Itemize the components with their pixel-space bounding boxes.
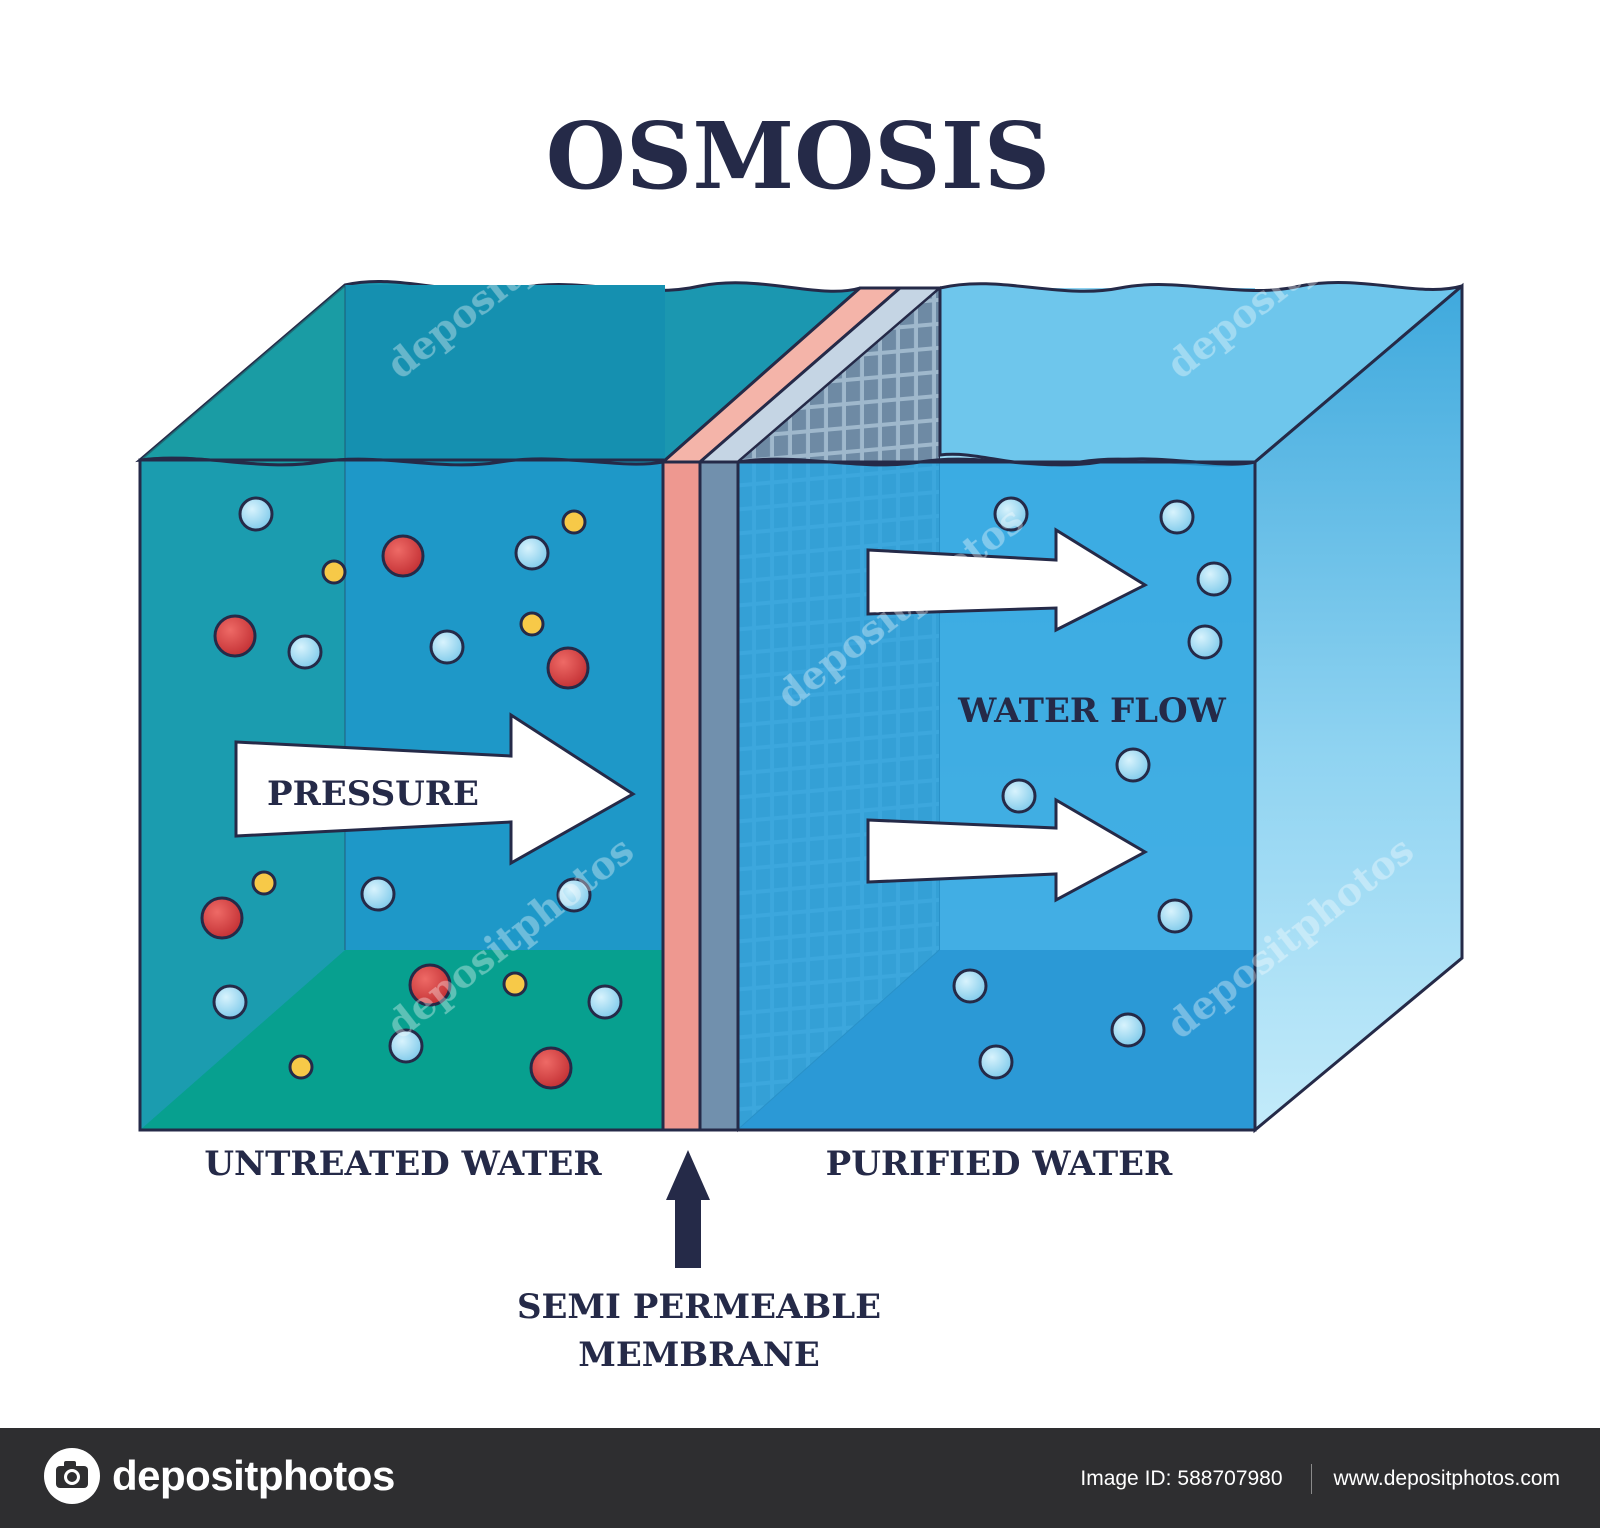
image-id: Image ID:588707980	[1080, 1467, 1288, 1491]
mineral-molecule	[251, 870, 277, 896]
water-molecule	[1159, 499, 1195, 535]
water-molecule	[514, 535, 550, 571]
membrane-pointer-arrow	[666, 1150, 710, 1268]
mineral-molecule	[561, 509, 587, 535]
water-molecule	[388, 1028, 424, 1064]
membrane-label-line2: MEMBRANE	[578, 1335, 820, 1375]
water-flow-arrow-bottom	[866, 797, 1149, 903]
footer-divider	[1310, 1464, 1312, 1494]
membrane-gray-layer	[698, 460, 740, 1132]
mineral-molecule	[321, 559, 347, 585]
membrane-pink-layer	[661, 460, 702, 1132]
water-molecule	[1110, 1012, 1146, 1048]
salt-molecule	[529, 1046, 573, 1090]
footer-meta: Image ID:588707980 www.depositphotos.com	[1080, 1464, 1560, 1494]
purified-tank-floor	[738, 950, 1255, 1130]
mineral-molecule	[519, 611, 545, 637]
salt-molecule	[200, 896, 244, 940]
water-molecule	[978, 1044, 1014, 1080]
water-molecule	[1187, 624, 1223, 660]
pressure-label: PRESSURE	[267, 774, 479, 814]
pressure-arrow	[234, 712, 636, 866]
footer-url[interactable]: www.depositphotos.com	[1333, 1467, 1560, 1490]
purified-water-label: PURIFIED WATER	[826, 1144, 1173, 1184]
camera-logo-icon	[44, 1448, 100, 1504]
diagram-canvas: OSMOSIS	[135, 102, 1464, 1375]
water-molecule	[1115, 747, 1151, 783]
untreated-water-label: UNTREATED WATER	[204, 1144, 602, 1184]
image-id-label: Image ID:	[1080, 1467, 1172, 1490]
water-flow-arrow-top	[866, 527, 1149, 633]
water-molecule	[287, 634, 323, 670]
untreated-molecules	[200, 496, 623, 1090]
water-molecule	[238, 496, 274, 532]
brand[interactable]: depositphotos	[42, 1446, 395, 1506]
water-molecule	[360, 876, 396, 912]
water-flow-label: WATER FLOW	[957, 691, 1227, 731]
water-molecule	[1196, 561, 1232, 597]
salt-molecule	[408, 963, 452, 1007]
purified-molecules	[952, 496, 1232, 1080]
brand-name: depositphotos	[112, 1452, 395, 1499]
water-molecule	[952, 968, 988, 1004]
water-molecule	[556, 877, 592, 913]
water-molecule	[993, 496, 1029, 532]
water-molecule	[1157, 898, 1193, 934]
diagram-title: OSMOSIS	[546, 102, 1050, 210]
mineral-molecule	[502, 971, 528, 997]
water-molecule	[212, 984, 248, 1020]
salt-molecule	[381, 534, 425, 578]
mineral-molecule	[288, 1054, 314, 1080]
salt-molecule	[213, 614, 257, 658]
image-id-value: 588707980	[1177, 1467, 1283, 1490]
untreated-tank-side	[140, 285, 345, 1130]
footer-bar: depositphotos Image ID:588707980 www.dep…	[0, 1428, 1600, 1528]
membrane-label-line1: SEMI PERMEABLE	[517, 1287, 881, 1327]
salt-molecule	[546, 646, 590, 690]
water-molecule	[1001, 778, 1037, 814]
water-molecule	[429, 629, 465, 665]
water-molecule	[587, 984, 623, 1020]
